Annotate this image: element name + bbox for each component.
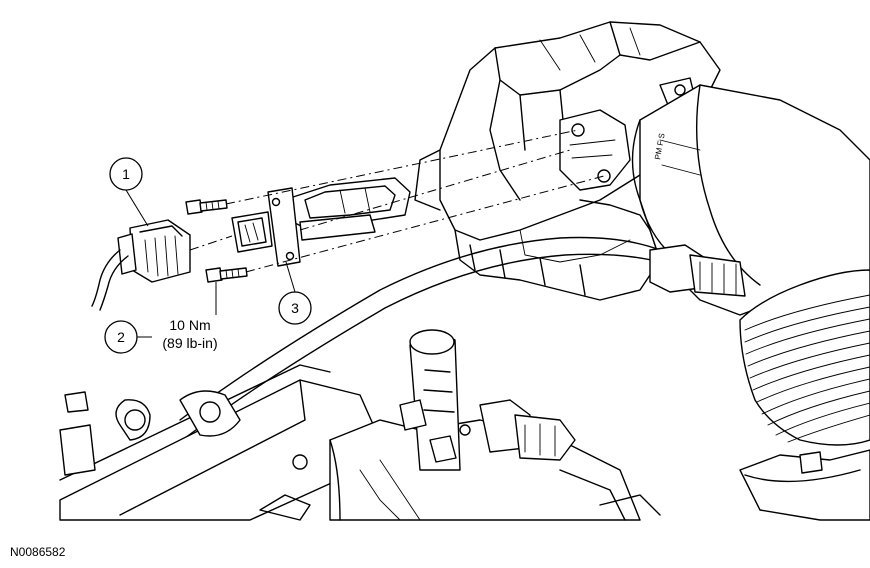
sensor-electrical-connector [91,219,191,311]
torque-specification: 10 Nm (89 lb-in) [162,317,217,351]
wiring-harness [179,236,746,439]
alignment-centerlines [189,129,605,273]
callout-1: 1 [109,157,149,227]
air-inlet-duct: PM F S [631,84,870,521]
callout-3: 3 [278,261,312,325]
callout-2-label: 2 [117,329,125,345]
lower-engine-components [59,329,661,521]
callout-1-label: 1 [122,166,130,182]
callout-2: 2 [104,282,217,354]
callout-3-label: 3 [291,300,299,316]
mounting-screw-upper [185,199,228,215]
mounting-screw-lower [205,267,248,283]
torque-imperial: (89 lb-in) [162,335,217,351]
figure-id: N0086582 [10,545,66,559]
mass-air-flow-sensor [231,177,411,267]
torque-metric: 10 Nm [169,317,210,333]
